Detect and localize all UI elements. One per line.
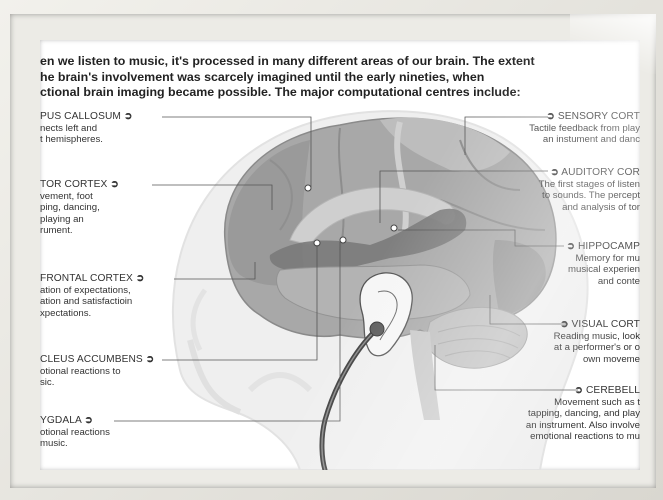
label-auditory-cortex: ➲ AUDITORY COR The first stages of liste…: [539, 167, 640, 213]
intro-text: en we listen to music, it's processed in…: [40, 54, 640, 101]
label-amygdala: YGDALA ➲ otional reactions music.: [40, 415, 110, 450]
intro-line-2: he brain's involvement was scarcely imag…: [40, 70, 640, 86]
arrow-icon: ➲: [575, 385, 583, 396]
intro-line-1: en we listen to music, it's processed in…: [40, 54, 640, 70]
poster: en we listen to music, it's processed in…: [40, 40, 640, 470]
label-motor-cortex: TOR CORTEX ➲ vement, foot ping, dancing,…: [40, 179, 119, 237]
label-cerebellum: ➲ CEREBELL Movement such as t tapping, d…: [526, 385, 640, 443]
arrow-icon: ➲: [560, 319, 568, 330]
label-nucleus-accumbens: CLEUS ACCUMBENS ➲ otional reactions to s…: [40, 354, 154, 389]
label-visual-cortex: ➲ VISUAL CORT Reading music, look at a p…: [554, 319, 640, 365]
label-sensory-cortex: ➲ SENSORY CORT Tactile feedback from pla…: [529, 111, 640, 146]
label-hippocampus: ➲ HIPPOCAMP Memory for mu musical experi…: [567, 241, 640, 287]
intro-line-3: ctional brain imaging became possible. T…: [40, 85, 640, 101]
arrow-icon: ➲: [567, 241, 575, 252]
arrow-icon: ➲: [84, 415, 92, 426]
arrow-icon: ➲: [546, 111, 554, 122]
arrow-icon: ➲: [146, 354, 154, 365]
arrow-icon: ➲: [124, 111, 132, 122]
arrow-icon: ➲: [136, 273, 144, 284]
label-prefrontal-cortex: FRONTAL CORTEX ➲ ation of expectations, …: [40, 273, 144, 319]
arrow-icon: ➲: [110, 179, 118, 190]
arrow-icon: ➲: [550, 167, 558, 178]
label-corpus-callosum: PUS CALLOSUM ➲ nects left and t hemisphe…: [40, 111, 132, 146]
